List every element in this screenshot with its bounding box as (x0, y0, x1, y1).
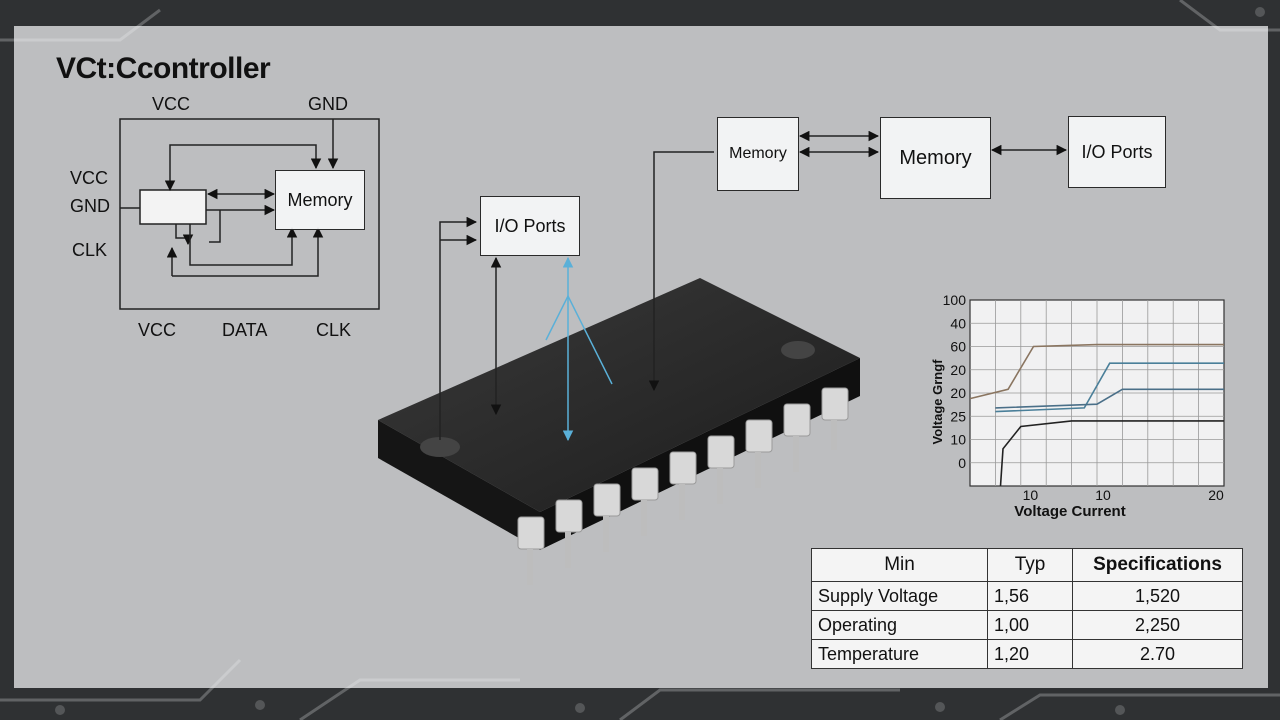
schematic-top-gnd-label: GND (308, 94, 348, 114)
chart-y-tick-label: 25 (950, 408, 966, 424)
row-typ: 1,20 (987, 639, 1073, 669)
schematic-bottom-clk-label: CLK (316, 320, 352, 340)
row-typ: 1,56 (987, 581, 1073, 611)
chart-series-line (995, 388, 1224, 409)
chart-x-tick-label: 20 (1208, 487, 1224, 503)
table-row: Operating 1,00 2,250 (811, 610, 1243, 640)
signal-lines-blue (545, 256, 613, 442)
row-spec: 1,520 (1072, 581, 1243, 611)
chart-y-tick-label: 0 (958, 455, 966, 471)
chart-y-tick-label: 20 (950, 362, 966, 378)
page-title: VCt:Ccontroller (56, 52, 271, 85)
schematic-bottom-data-label: DATA (222, 320, 268, 340)
chart-x-tick-label: 10 (1095, 487, 1111, 503)
header-min: Min (811, 548, 988, 582)
chart-x-tick-label: 10 (1023, 487, 1039, 503)
row-spec: 2,250 (1072, 610, 1243, 640)
schematic-left-clk-label: CLK (72, 240, 108, 260)
row-spec: 2.70 (1072, 639, 1243, 669)
schematic-wires (119, 118, 380, 310)
chart-y-tick-label: 20 (950, 385, 966, 401)
schematic-left-gnd-label: GND (70, 196, 110, 216)
specifications-table: Min Typ Specifications Supply Voltage 1,… (811, 548, 1243, 669)
schematic-left-vcc-label: VCC (70, 168, 109, 188)
chart-y-tick-label: 40 (950, 315, 966, 331)
schematic-memory-block: Memory (275, 170, 365, 230)
chart-series-line (995, 362, 1224, 413)
header-specifications: Specifications (1072, 548, 1243, 582)
row-label: Temperature (811, 639, 988, 669)
table-row: Supply Voltage 1,56 1,520 (811, 581, 1243, 611)
row-label: Supply Voltage (811, 581, 988, 611)
table-header-row: Min Typ Specifications (811, 548, 1243, 582)
row-typ: 1,00 (987, 610, 1073, 640)
chart-series-line (969, 343, 1224, 400)
row-label: Operating (811, 610, 988, 640)
schematic-top-vcc-label: VCC (152, 94, 191, 114)
table-row: Temperature 1,20 2.70 (811, 639, 1243, 669)
chart-y-tick-label: 10 (950, 432, 966, 448)
memory-small-block: Memory (717, 117, 799, 191)
chart-y-tick-label: 100 (943, 292, 967, 308)
chart-series-line (999, 420, 1224, 487)
chart-y-axis-label: Voltage Grngf (930, 359, 945, 445)
header-typ: Typ (987, 548, 1073, 582)
io-ports-right-block: I/O Ports (1068, 116, 1166, 188)
chart-x-axis-label: Voltage Current (1014, 503, 1125, 520)
schematic-bottom-vcc-label: VCC (138, 320, 177, 340)
microchip (378, 278, 860, 585)
chart-grid (970, 300, 1224, 486)
io-ports-center-block: I/O Ports (480, 196, 580, 256)
memory-large-block: Memory (880, 117, 991, 199)
block-wires (439, 130, 1068, 440)
chart-y-tick-label: 60 (950, 339, 966, 355)
